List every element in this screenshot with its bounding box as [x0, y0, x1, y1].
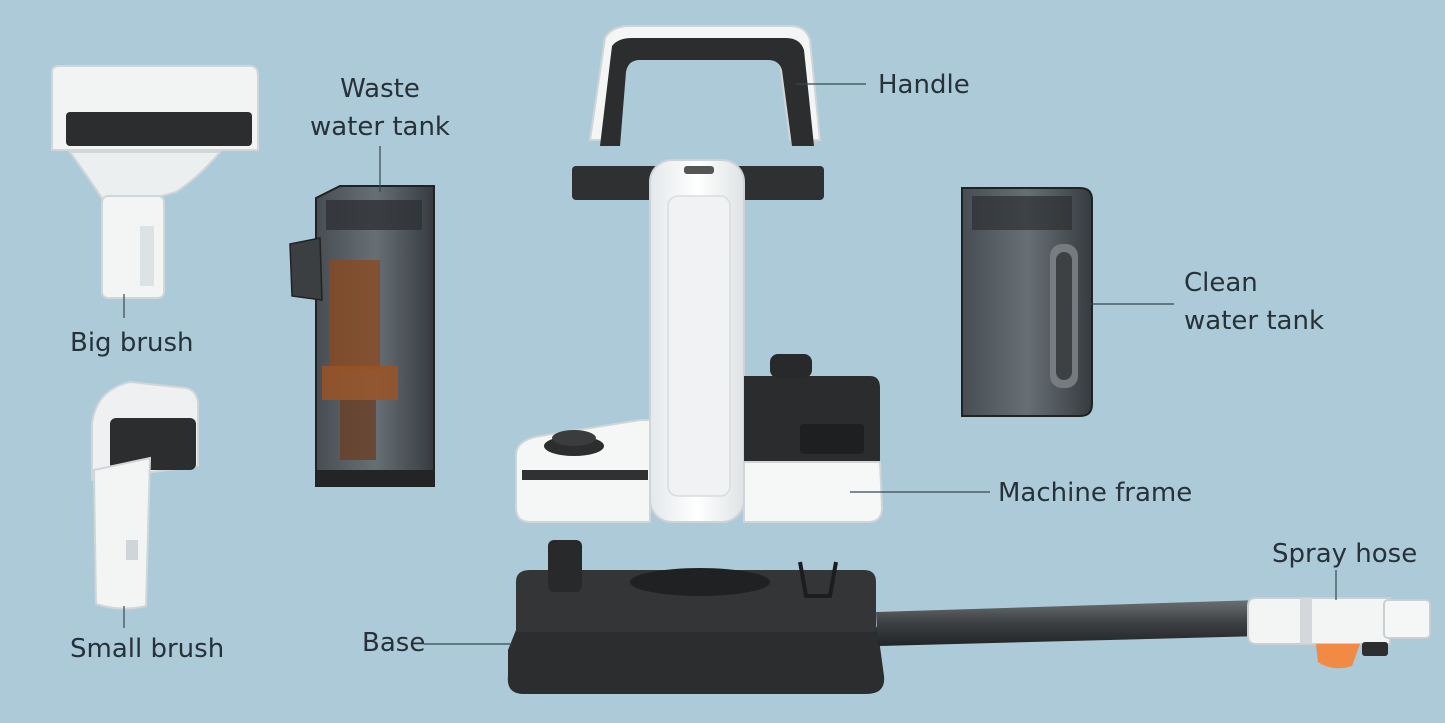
leader-lines	[123, 83, 1337, 645]
label-base: Base	[362, 628, 426, 658]
label-spray-hose: Spray hose	[1272, 539, 1418, 569]
label-small-brush: Small brush	[70, 634, 225, 664]
machine-frame-part	[515, 159, 884, 523]
label-clean-water-tank-line1: Clean	[1184, 268, 1258, 298]
base-part	[507, 540, 885, 694]
label-big-brush: Big brush	[70, 328, 194, 358]
handle-part	[588, 25, 822, 146]
waste-water-tank-part	[289, 185, 435, 487]
label-clean-water-tank-line2: water tank	[1184, 306, 1325, 336]
clean-water-tank-part	[961, 187, 1093, 417]
label-machine-frame: Machine frame	[998, 478, 1193, 508]
spray-hose-part	[876, 597, 1431, 669]
label-waste-water-tank-line1: Waste	[340, 74, 420, 104]
label-waste-water-tank-line2: water tank	[309, 112, 450, 142]
small-brush-part	[91, 380, 199, 610]
big-brush-part	[51, 65, 259, 299]
label-handle: Handle	[878, 70, 970, 100]
